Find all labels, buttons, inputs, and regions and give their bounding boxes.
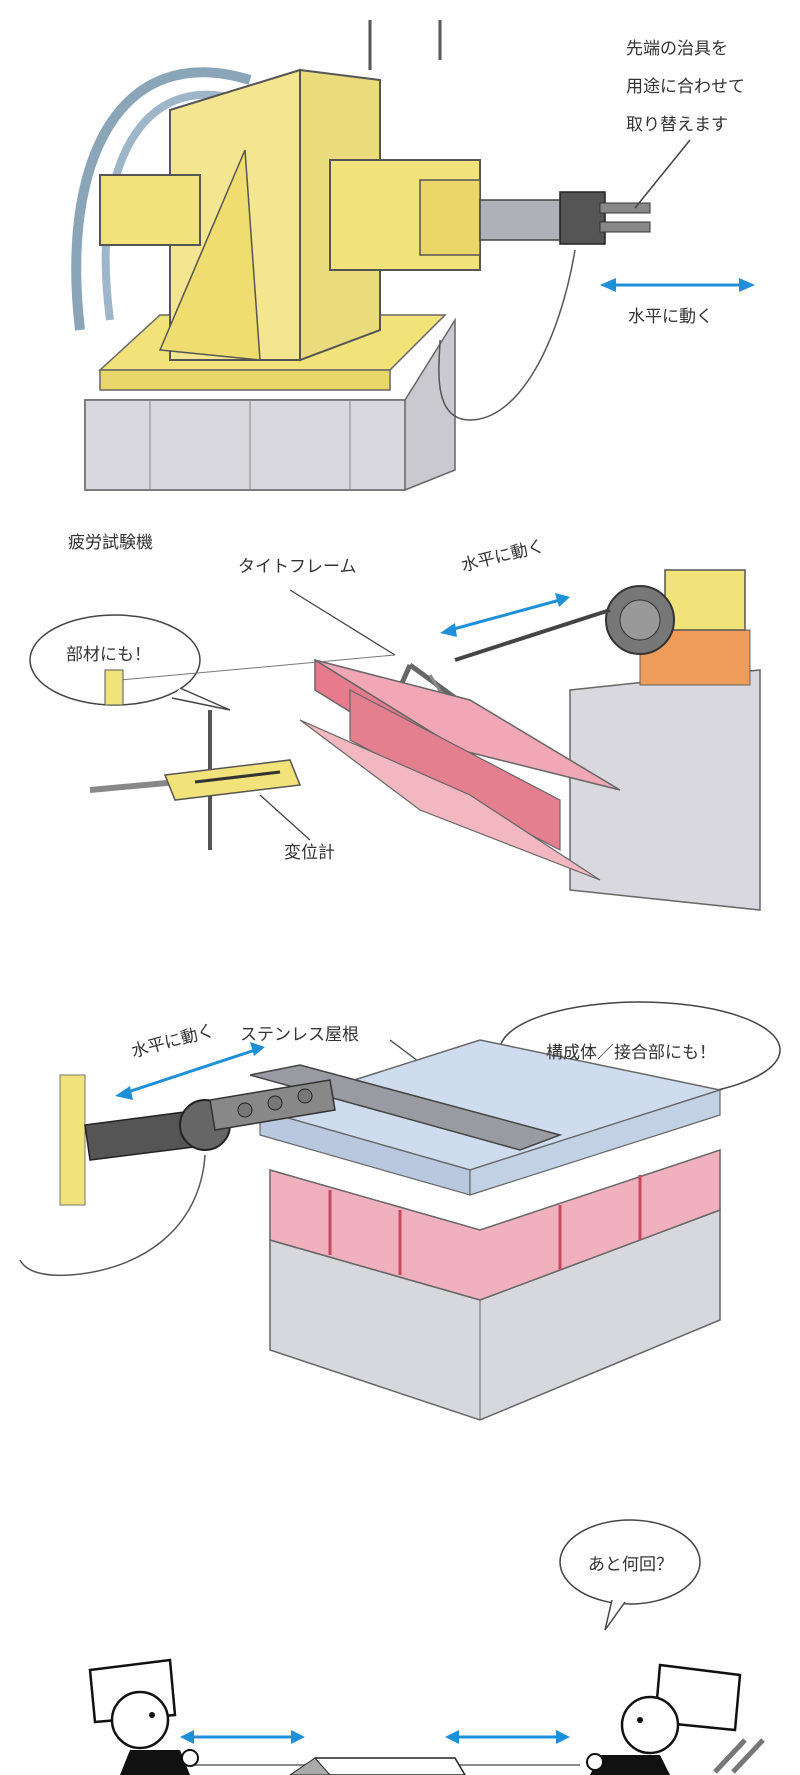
- panel-fatigue-machine: 先端の治具を 用途に合わせて 取り替えます 水平に動く 疲労試験機: [0, 0, 800, 553]
- move-label-1: 水平に動く: [628, 307, 713, 327]
- panel-member-test: 部材にも！ タイトフレーム 水平に動く 変位計: [0, 536, 800, 980]
- tie-frame-label: タイトフレーム: [238, 557, 357, 577]
- caption-fatigue-machine: 疲労試験機: [68, 533, 153, 553]
- note-line-1: 先端の治具を: [626, 39, 728, 59]
- roof-test-illustration: [19, 1001, 781, 1421]
- bubble-how-many-more: あと何回？: [588, 1555, 673, 1575]
- roof-label: ステンレス屋根: [240, 1025, 359, 1045]
- characters-illustration: [88, 1519, 765, 1775]
- note-line-3: 取り替えます: [626, 115, 728, 135]
- note-line-2: 用途に合わせて: [626, 77, 745, 97]
- right-character: [586, 1663, 742, 1775]
- bubble-assembly: 構成体／接合部にも！: [546, 1043, 716, 1063]
- fatigue-machine-illustration: [71, 20, 755, 491]
- panel-characters: あと何回？: [0, 1500, 800, 1775]
- left-character: [88, 1658, 199, 1775]
- bubble-member: 部材にも！: [66, 645, 151, 665]
- member-test-illustration: [29, 569, 761, 911]
- panel-roof-test: ステンレス屋根 構成体／接合部にも！ 水平に動く: [0, 1000, 800, 1500]
- displacement-meter-label: 変位計: [284, 843, 335, 863]
